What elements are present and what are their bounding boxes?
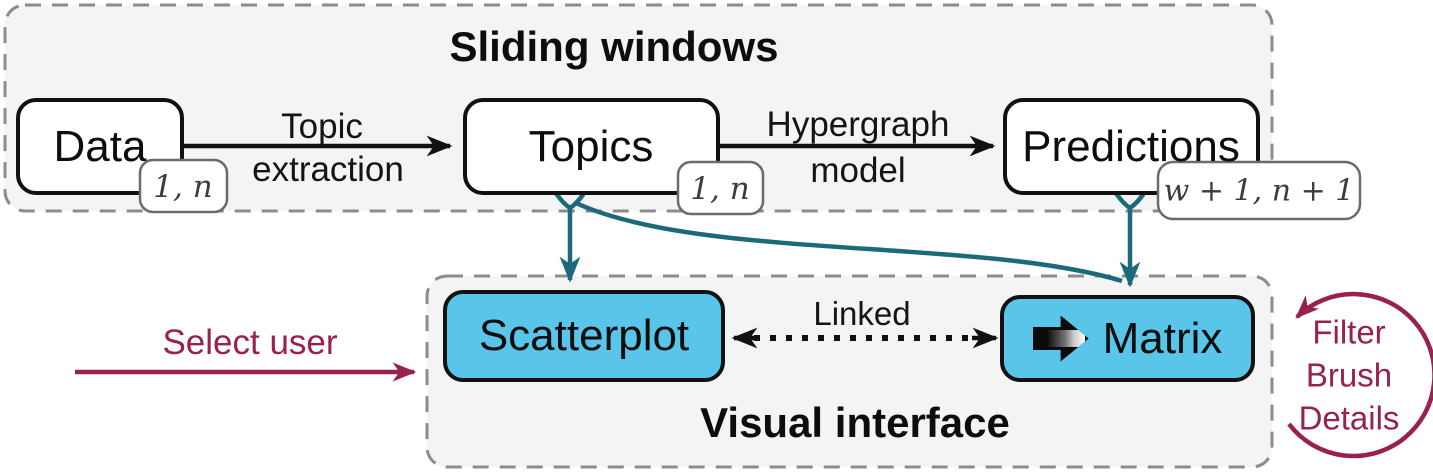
predictions-node-label: Predictions [1022,121,1240,171]
sliding-windows-title: Sliding windows [449,22,779,70]
topics-window-badge-label: 1, n [690,170,750,207]
hypergraph-model-label-line2: model [810,150,906,190]
scatterplot-node-box [443,290,725,382]
topics-node-box [463,98,720,195]
details-label: Details [1298,399,1400,437]
scatterplot-node-label: Scatterplot [478,310,690,360]
interaction-loop-labels: Filter Brush Details [1299,311,1400,440]
data-node-label: Data [53,121,147,171]
predictions-window-badge [1156,160,1362,221]
topics-node-label: Topics [528,121,654,171]
gradient-stripe [1048,329,1086,348]
topics-to-matrix-curve [575,200,1123,284]
topics-window-badge [676,160,765,216]
predictions-window-badge-label: w + 1, n + 1 [1163,173,1355,209]
matrix-node-box [1000,295,1255,382]
interaction-loop-arrow [1287,291,1433,459]
hypergraph-model-label-line1: Hypergraph [766,104,950,144]
select-user-label: Select user [162,322,338,362]
brush-label: Brush [1305,356,1393,394]
topic-extraction-label-line2: extraction [252,149,404,189]
topic-extraction-label-line1: Topic [281,106,363,146]
gradient-arrow-right-icon [1032,315,1089,362]
filter-label: Filter [1312,313,1386,351]
data-window-badge-label: 1, n [153,168,213,205]
visual-interface-title: Visual interface [700,398,1010,446]
matrix-node-content: Matrix [1002,297,1253,380]
matrix-node-label: Matrix [1102,313,1223,363]
linked-label: Linked [813,294,911,332]
data-window-badge [138,158,229,214]
